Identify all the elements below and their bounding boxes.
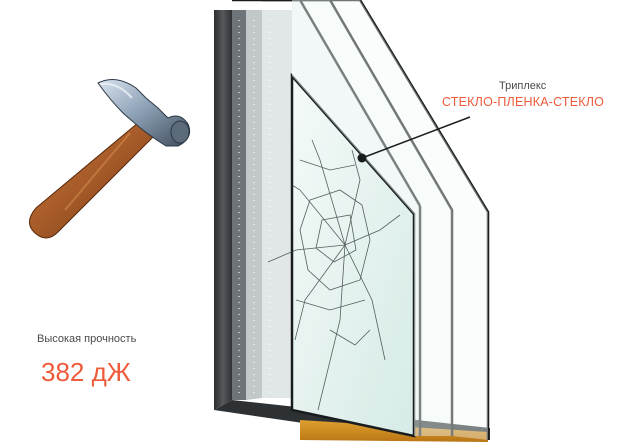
triplex-composition: СТЕКЛО-ПЛЕНКА-СТЕКЛО <box>442 95 605 109</box>
window-profile-icon <box>214 0 490 442</box>
strength-label: Высокая прочность <box>37 333 137 345</box>
strength-value: 382 дЖ <box>41 357 131 387</box>
annotation-dot <box>357 153 367 163</box>
window-frame <box>214 10 232 410</box>
triplex-title: Триплекс <box>499 80 547 92</box>
hammer-icon <box>29 78 191 239</box>
glass-cracks <box>267 139 401 411</box>
hammer-handle <box>29 121 156 239</box>
annotation-leader-line <box>361 116 471 159</box>
